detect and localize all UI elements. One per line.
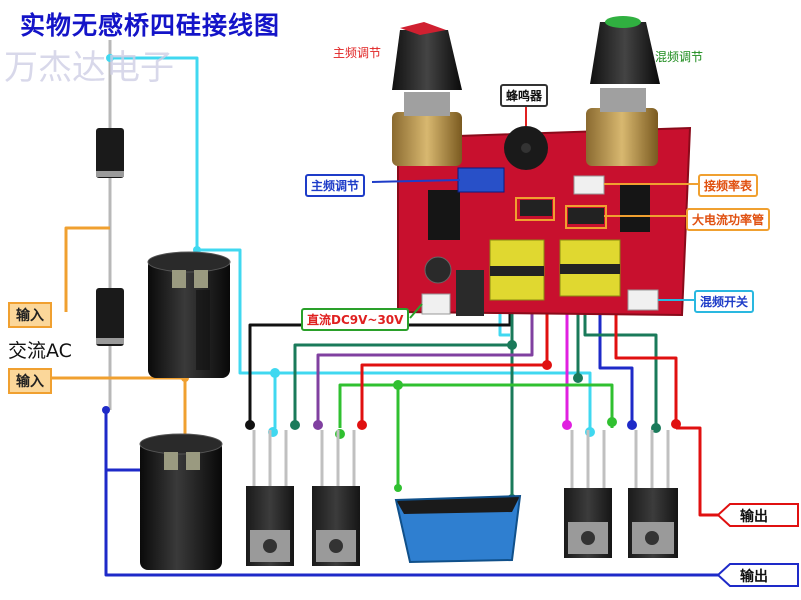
page-title: 实物无感桥四硅接线图 xyxy=(20,11,281,40)
ac-label: 交流AC xyxy=(8,340,72,362)
output-arrows xyxy=(716,503,799,587)
output-label-2: 输出 xyxy=(740,569,768,585)
mix-freq-knob xyxy=(586,16,660,166)
power-tube-callout: 大电流功率管 xyxy=(686,208,771,231)
freq-meter-callout: 接频率表 xyxy=(698,174,759,197)
resonant-capacitor xyxy=(394,494,522,564)
diode-upper xyxy=(96,128,124,178)
transistor-group-right xyxy=(564,430,678,558)
mix-freq-knob-label: 混频调节 xyxy=(655,50,704,64)
diode-bridge-left xyxy=(96,40,124,414)
buzzer-callout: 蜂鸣器 xyxy=(500,84,549,107)
driver-pcb xyxy=(397,126,692,317)
capacitor-lower xyxy=(139,433,223,570)
main-freq-knob-label: 主频调节 xyxy=(333,46,382,60)
ac-input-label-1: 输入 xyxy=(8,302,52,328)
watermark: 万杰达电子 xyxy=(4,48,174,88)
transistor-1 xyxy=(246,430,294,566)
transistor-4 xyxy=(628,430,678,558)
mix-switch-callout: 混频开关 xyxy=(694,290,755,313)
dc-input-callout: 直流DC9V~30V xyxy=(301,308,410,331)
output-label-1: 输出 xyxy=(740,509,768,525)
main-freq-pot-callout: 主频调节 xyxy=(305,174,366,197)
transistor-group-left xyxy=(246,430,360,566)
capacitor-upper xyxy=(147,251,231,378)
diode-lower xyxy=(96,288,124,346)
ac-input-label-2: 输入 xyxy=(8,368,52,394)
callout-leaders xyxy=(371,104,698,319)
main-freq-knob xyxy=(392,22,462,166)
transistor-3 xyxy=(564,430,612,558)
transistor-2 xyxy=(312,430,360,566)
transistor-pin-dots xyxy=(245,417,681,439)
